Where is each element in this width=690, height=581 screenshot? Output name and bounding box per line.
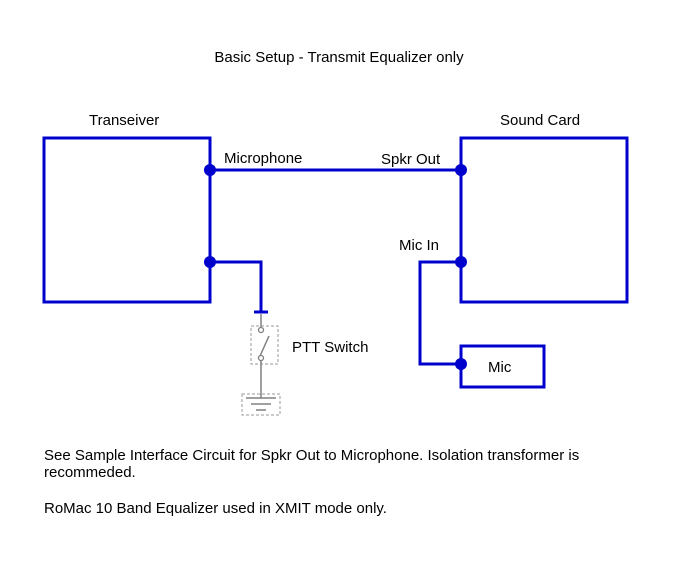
transceiver-box (42, 136, 212, 304)
mic-in-wire (418, 260, 461, 366)
mic-label: Mic (488, 359, 512, 376)
note-line-3: RoMac 10 Band Equalizer used in XMIT mod… (44, 500, 387, 517)
sound-card-label: Sound Card (500, 112, 580, 129)
mic-port-dot (455, 358, 467, 370)
ptt-port-dot (204, 256, 216, 268)
sound-card-box (459, 136, 629, 304)
ptt-switch-label: PTT Switch (292, 339, 368, 356)
mic-in-port-dot (455, 256, 467, 268)
note-line-2: recommeded. (44, 464, 136, 481)
transceiver-label: Transeiver (89, 112, 159, 129)
ptt-switch-symbol (250, 314, 279, 398)
spkr-out-port-dot (455, 164, 467, 176)
diagram-title: Basic Setup - Transmit Equalizer only (214, 49, 464, 66)
mic-in-port-label: Mic In (399, 237, 439, 254)
microphone-port-dot (204, 164, 216, 176)
spkr-out-port-label: Spkr Out (381, 151, 441, 168)
ptt-wire (210, 260, 263, 312)
ground-icon (241, 393, 281, 416)
note-line-1: See Sample Interface Circuit for Spkr Ou… (44, 447, 579, 464)
microphone-port-label: Microphone (224, 150, 302, 167)
